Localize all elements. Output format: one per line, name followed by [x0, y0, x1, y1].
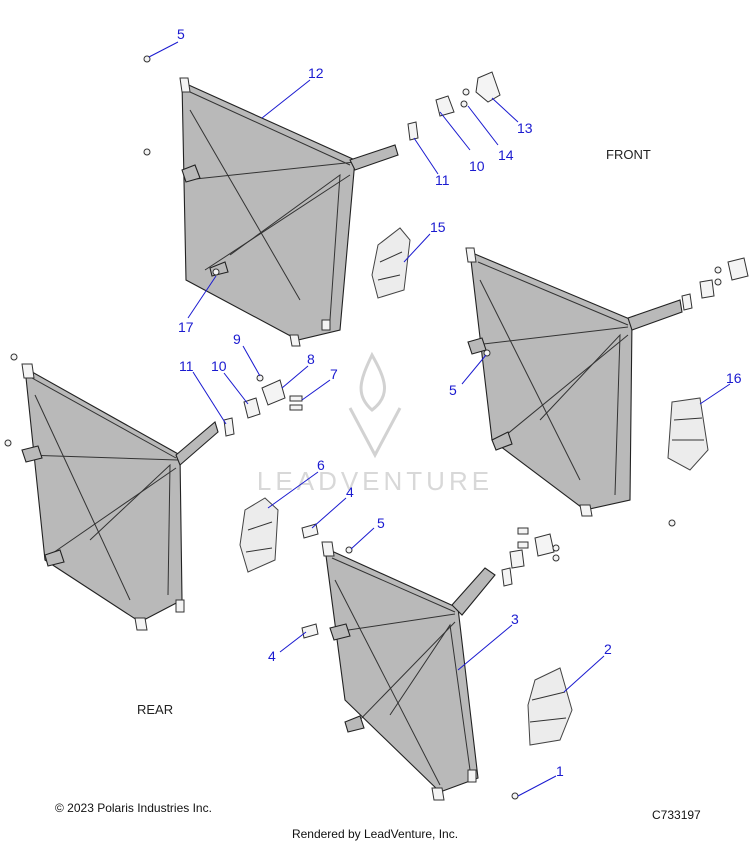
callout-15: 15: [430, 219, 446, 235]
callout-16: 16: [726, 370, 742, 386]
callout-9: 9: [233, 331, 241, 347]
copyright-text: © 2023 Polaris Industries Inc.: [55, 801, 212, 815]
callout-4b: 4: [268, 648, 276, 664]
callout-14: 14: [498, 147, 514, 163]
callout-4: 4: [346, 484, 354, 500]
callout-17: 17: [178, 319, 194, 335]
callout-10: 10: [469, 158, 485, 174]
callout-2: 2: [604, 641, 612, 657]
door-panel-3: [321, 541, 496, 801]
callout-5b: 5: [449, 382, 457, 398]
callout-8: 8: [307, 351, 315, 367]
door-panel-front: [465, 247, 683, 517]
callout-13: 13: [517, 120, 533, 136]
hardware-parts: [4, 55, 749, 800]
callout-11: 11: [435, 172, 450, 188]
callout-6: 6: [317, 457, 325, 473]
leadventure-watermark: LEADVENTURE: [257, 351, 493, 496]
leader-lines: [148, 41, 731, 797]
cover-6: [239, 497, 279, 573]
callout-1: 1: [556, 763, 564, 779]
callout-5c: 5: [377, 515, 385, 531]
callout-12: 12: [308, 65, 324, 81]
cover-2: [527, 667, 573, 746]
callout-7: 7: [330, 366, 338, 382]
door-panel-12: [179, 77, 399, 347]
front-label: FRONT: [606, 147, 651, 162]
callout-labels: 5 12 13 14 10 11 15 17 9 8 7 11 10 5 16 …: [177, 26, 742, 779]
callout-11b: 11: [179, 358, 194, 374]
door-panel-rear: [21, 363, 219, 631]
callout-10b: 10: [211, 358, 227, 374]
watermark-text: LEADVENTURE: [257, 466, 493, 496]
diagram-code: C733197: [652, 808, 701, 822]
callout-5: 5: [177, 26, 185, 42]
rendered-by-text: Rendered by LeadVenture, Inc.: [291, 827, 459, 841]
callout-3: 3: [511, 611, 519, 627]
cover-15: [371, 227, 411, 299]
rear-label: REAR: [137, 702, 173, 717]
cover-16: [667, 397, 709, 471]
